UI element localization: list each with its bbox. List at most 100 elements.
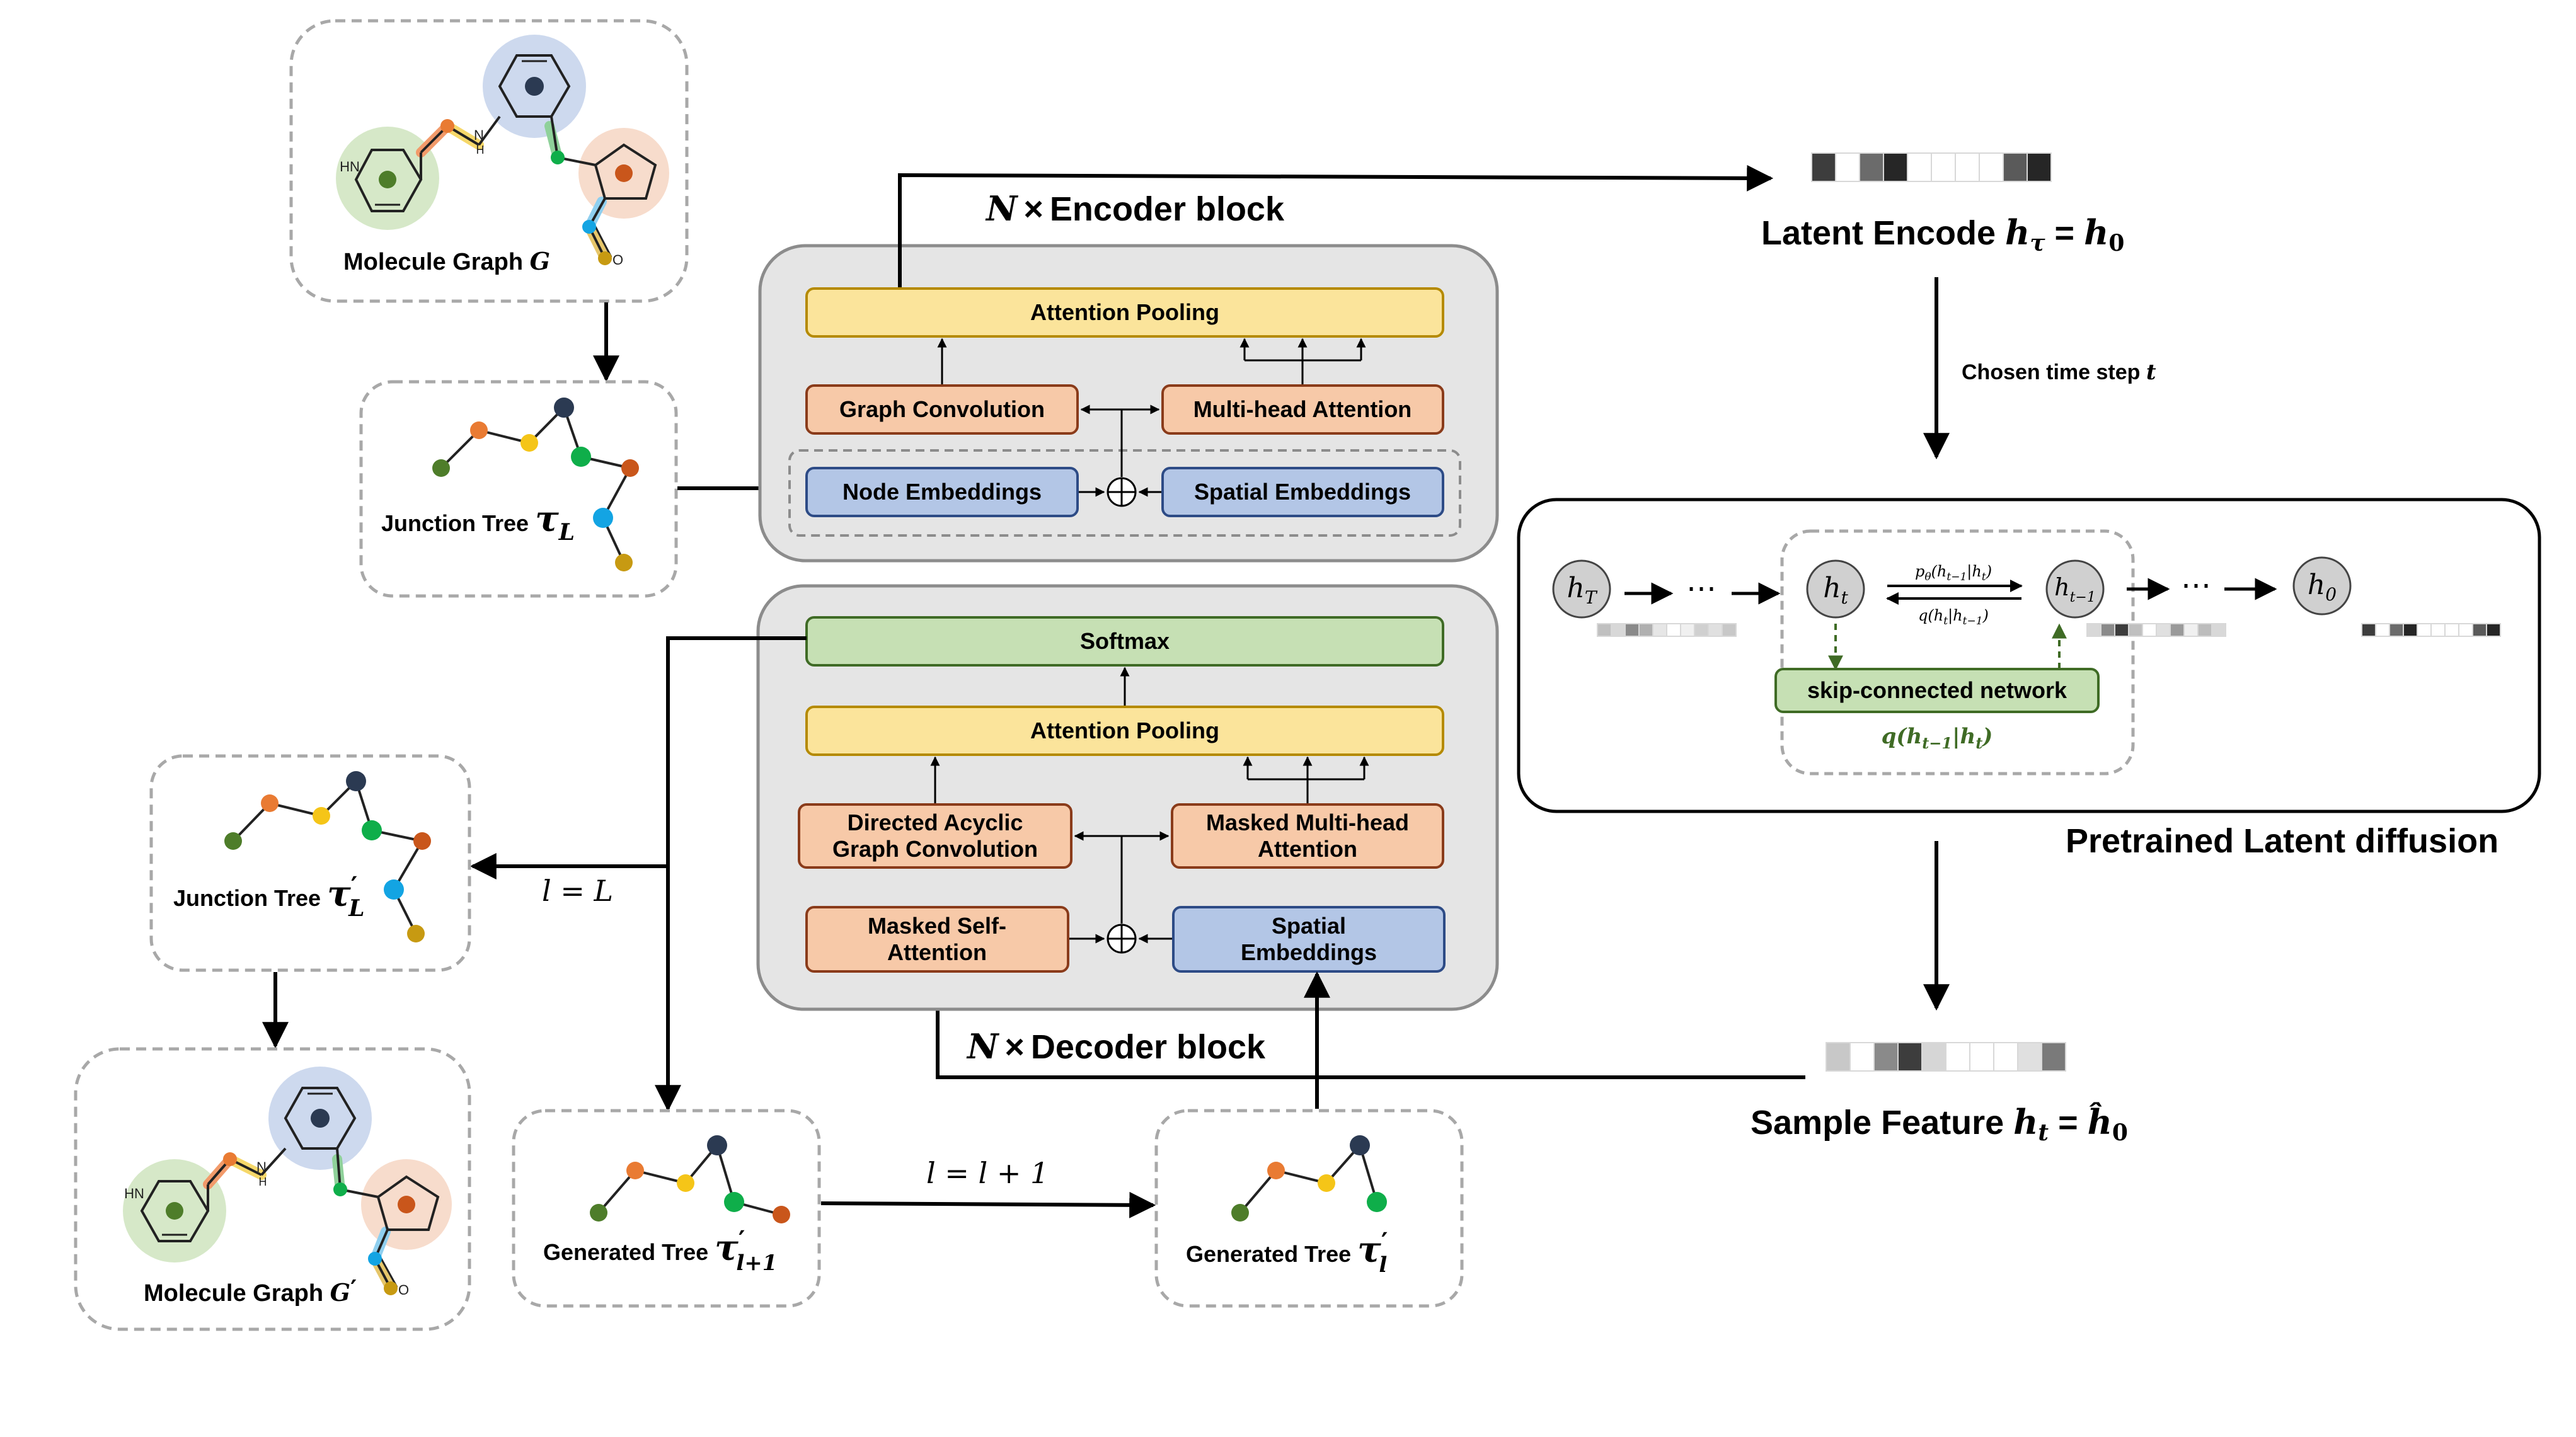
atom-dot bbox=[223, 1152, 237, 1166]
junction-tree-mid-panel: Junction Tree τ′L bbox=[149, 754, 471, 972]
vector-cell bbox=[1624, 623, 1640, 637]
latent-vector-bar bbox=[1811, 152, 2052, 182]
vector-cell bbox=[1993, 1042, 2018, 1072]
masked-self-attention-block bbox=[805, 906, 1069, 973]
ring-center-dot bbox=[311, 1109, 330, 1128]
decoder-spatial-label-line2: Embeddings bbox=[1241, 939, 1377, 965]
denoise-distribution-label: q(ht−1|ht) bbox=[1882, 724, 1993, 752]
tree-node bbox=[626, 1162, 644, 1179]
ellipsis-right: ⋯ bbox=[2181, 569, 2211, 602]
atom-dot bbox=[598, 251, 612, 265]
tree-node bbox=[593, 508, 613, 528]
atom-label: O bbox=[612, 252, 623, 268]
atom-label: N bbox=[474, 127, 484, 143]
decoder-attention-pooling-label: Attention Pooling bbox=[1030, 718, 1219, 743]
masked-self-attention-label-line1: Masked Self- bbox=[868, 913, 1006, 939]
vector-cell bbox=[2486, 623, 2501, 637]
tree-node bbox=[432, 459, 450, 477]
tree-node bbox=[590, 1204, 607, 1222]
atom-dot bbox=[333, 1182, 347, 1196]
tree-node bbox=[413, 832, 431, 850]
generated-tree-l-label: Generated Tree τ′l bbox=[1186, 1227, 1388, 1278]
state-node-ht bbox=[1806, 559, 1865, 619]
ring-center-dot bbox=[525, 77, 544, 96]
spatial-embeddings-label: Spatial Embeddings bbox=[1194, 479, 1411, 505]
sample-feature-label: Sample Feature ht = ĥ0 bbox=[1751, 1102, 2128, 1146]
sample-vector-bar bbox=[1826, 1042, 2066, 1072]
tree-node bbox=[520, 434, 538, 452]
tree-node bbox=[1367, 1192, 1387, 1212]
encoder-attention-pooling bbox=[805, 287, 1444, 338]
chosen-time-step-label: Chosen time step t bbox=[1962, 360, 2156, 385]
decoder-title: N×Decoder block bbox=[966, 1026, 1266, 1067]
tree-node bbox=[621, 459, 639, 477]
spatial-embeddings-block bbox=[1161, 467, 1444, 517]
arrow-softmax-to-junction-tree bbox=[469, 636, 807, 879]
vector-cell bbox=[1897, 1042, 1923, 1072]
softmax-label: Softmax bbox=[1080, 628, 1170, 654]
sample-feature: Sample Feature ht = ĥ0 bbox=[1751, 1042, 2128, 1146]
atom-dot bbox=[440, 119, 454, 133]
ring-left bbox=[354, 149, 423, 212]
state-node-hT bbox=[1552, 559, 1611, 619]
tree-node bbox=[724, 1192, 744, 1212]
vector-cell bbox=[1638, 623, 1653, 637]
vector-cell bbox=[1969, 1042, 1994, 1072]
arrow-encoder-to-latent bbox=[898, 164, 1774, 287]
ring-center-dot bbox=[615, 164, 633, 182]
state-node-ht-minus-1-label: ht−1 bbox=[2054, 573, 2096, 605]
tree-node bbox=[773, 1206, 790, 1223]
junction-tree-top-panel: Junction Tree τL bbox=[359, 380, 678, 598]
vector-cell bbox=[2183, 623, 2199, 637]
state-node-ht-label: ht bbox=[1823, 572, 1848, 608]
masked-mha-label-line1: Masked Multi-head bbox=[1206, 810, 1409, 835]
node-embeddings-label: Node Embeddings bbox=[842, 479, 1042, 505]
vector-cell bbox=[2444, 623, 2459, 637]
tree-node bbox=[615, 554, 633, 571]
tree-node bbox=[677, 1174, 694, 1192]
vector-cell bbox=[1835, 152, 1860, 182]
tree-node bbox=[346, 771, 366, 791]
vector-cell bbox=[2458, 623, 2473, 637]
masked-self-attention-label-line2: Attention bbox=[887, 939, 987, 965]
vector-cell bbox=[1694, 623, 1709, 637]
vector-cell bbox=[2142, 623, 2157, 637]
encoder-title: N×Encoder block bbox=[985, 188, 1285, 229]
vector-cell bbox=[1597, 623, 1612, 637]
reverse-transition-label: pθ(ht−1|ht) bbox=[1915, 563, 1992, 583]
tree-node bbox=[707, 1135, 727, 1155]
atom-label: O bbox=[398, 1282, 409, 1298]
dag-convolution-label-line2: Graph Convolution bbox=[832, 836, 1038, 862]
encoder-attention-pooling-label: Attention Pooling bbox=[1030, 299, 1219, 325]
tree-node bbox=[554, 398, 574, 418]
embeddings-group bbox=[788, 449, 1461, 537]
dag-convolution-block bbox=[798, 803, 1072, 869]
tree-node bbox=[470, 421, 488, 439]
latent-diffusion-panel: hT ⋯ ht pθ(ht−1|ht) q(ht|ht−1) ht−1 ⋯ h0… bbox=[1517, 498, 2541, 813]
decoder-spatial-label-line1: Spatial bbox=[1272, 913, 1346, 939]
tree-node bbox=[1267, 1162, 1285, 1179]
vector-cell bbox=[2430, 623, 2446, 637]
softmax-block bbox=[805, 616, 1444, 667]
tree-node bbox=[571, 447, 591, 467]
vector-cell bbox=[1652, 623, 1667, 637]
junction-tree-prime-label: Junction Tree τ′L bbox=[173, 871, 365, 922]
vector-bar-hT bbox=[1597, 623, 1737, 637]
vector-cell bbox=[2361, 623, 2376, 637]
encoder-block: N×Encoder block Attention Pooling Graph … bbox=[758, 188, 1499, 563]
dag-convolution-label-line1: Directed Acyclic bbox=[848, 810, 1023, 835]
condition-l-equals-L: l = L bbox=[542, 874, 613, 908]
vector-cell bbox=[1883, 152, 1908, 182]
forward-transition-label: q(ht|ht−1) bbox=[1918, 607, 1989, 627]
tree-node bbox=[313, 807, 330, 825]
vector-cell bbox=[2027, 152, 2052, 182]
ring-right bbox=[376, 1175, 440, 1231]
vector-cell bbox=[1921, 1042, 1946, 1072]
masked-mha-label-line2: Attention bbox=[1258, 836, 1357, 862]
atom-label: N bbox=[256, 1159, 267, 1175]
vector-cell bbox=[1611, 623, 1626, 637]
masked-multi-head-attention-block bbox=[1171, 803, 1444, 869]
vector-cell bbox=[2086, 623, 2102, 637]
vector-cell bbox=[2041, 1042, 2066, 1072]
